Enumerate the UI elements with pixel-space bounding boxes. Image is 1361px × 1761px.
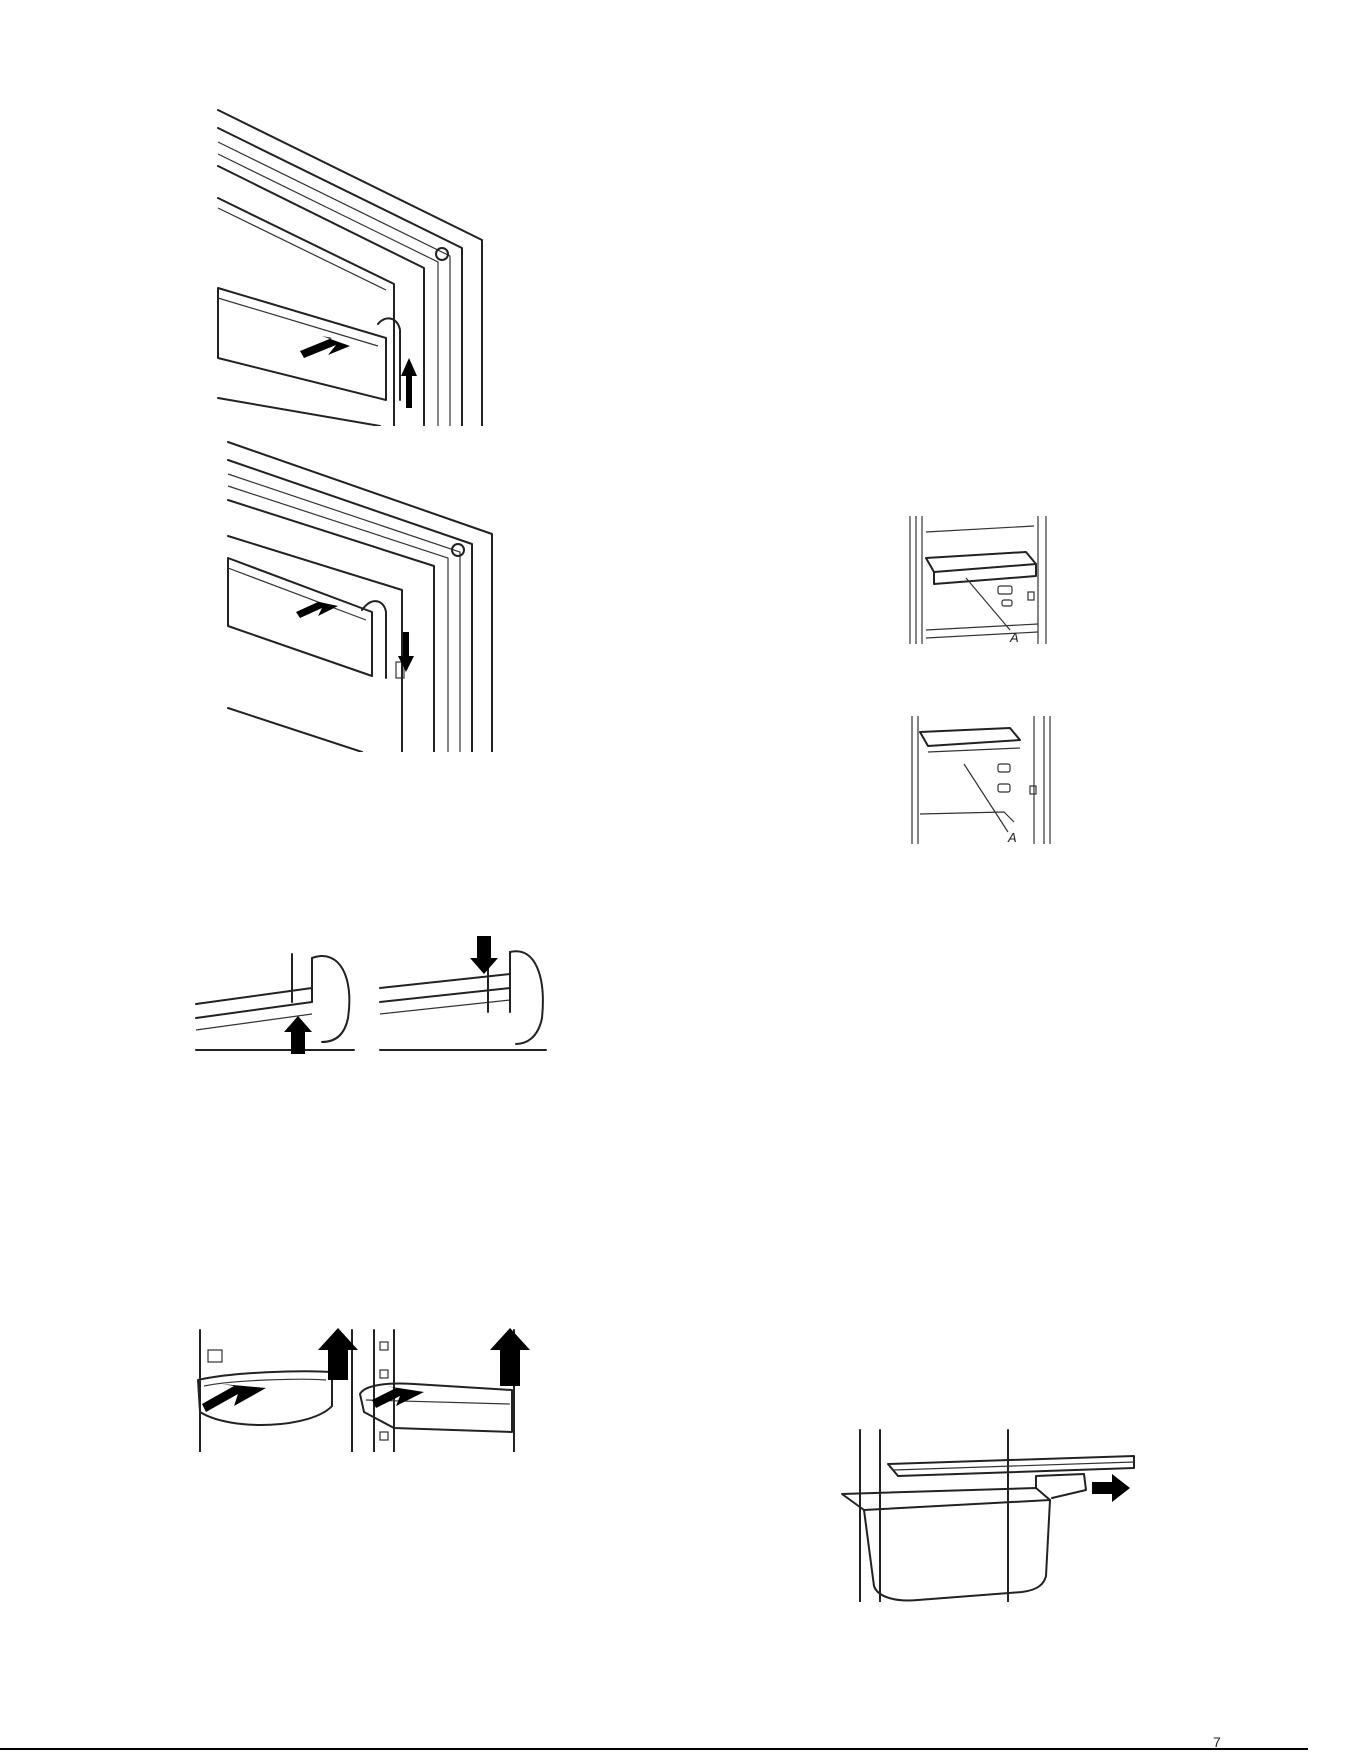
door-bin-removal-left-figure [192,1328,360,1452]
arrow-press-down [398,632,414,672]
shelf-line-lower [218,398,380,426]
door-balcony [228,558,404,678]
arrow-push-down [470,936,498,974]
door-outline [228,442,492,752]
callout-label: A [1009,630,1019,644]
arrow-lift-up [490,1328,530,1386]
arrow-pull-out [372,1386,424,1408]
page-number: 7 [1213,1734,1221,1750]
shelf-clip-release-figure [194,938,356,1054]
arrow-pull-out [300,336,350,358]
arrow-pull-out [202,1384,266,1412]
arrow-lift-up [401,358,417,408]
crisper-drawer-figure [838,1428,1138,1602]
arrow-pull-out-right [1092,1474,1130,1502]
door-outline [218,110,482,426]
footer-rule [0,1748,1308,1750]
door-balcony-removal-figure [210,108,500,426]
shelf-detail-bottom-figure: A [904,714,1054,844]
shelf-line-lower [228,708,362,752]
shelf-clip-lock-figure [378,928,548,1054]
callout-label: A [1007,830,1017,844]
door-balcony-install-figure [222,440,498,752]
door-bin-removal-right-figure [354,1328,536,1452]
shelf-detail-top-figure: A [906,514,1060,644]
door-balcony [218,288,400,400]
arrow-push-in [296,600,338,618]
arrow-push-up [284,1016,312,1054]
